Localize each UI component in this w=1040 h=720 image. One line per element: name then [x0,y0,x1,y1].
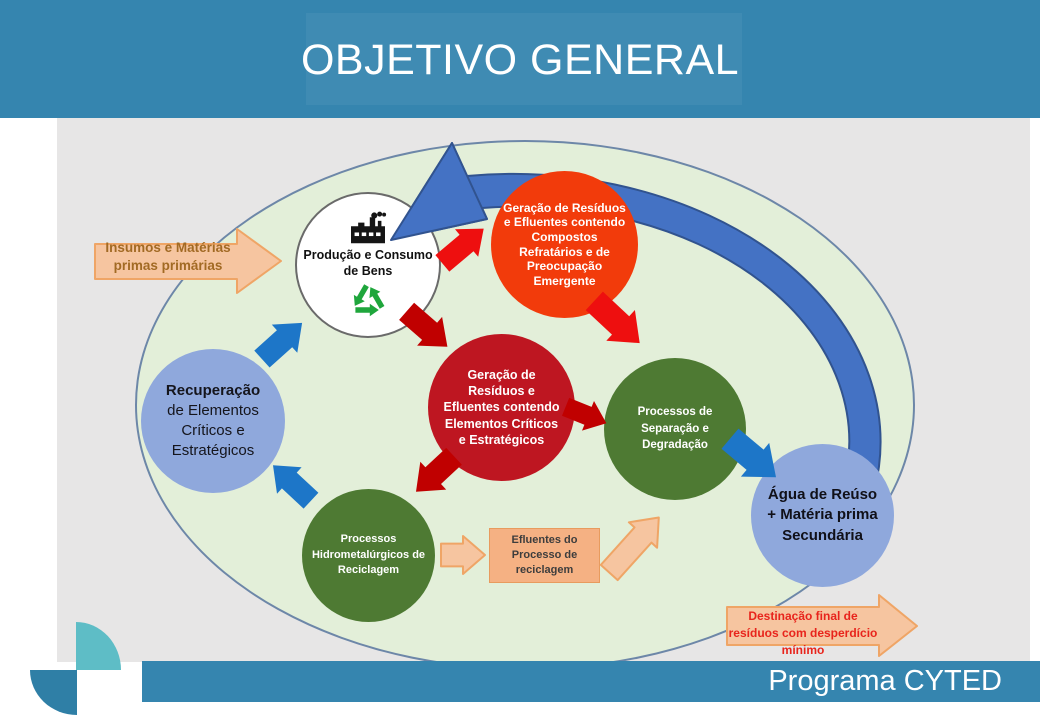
circle-waste-critical: Geração de Resíduos e Efluentes contendo… [428,334,575,481]
circle-separation-label: Processos de Separação e Degradação [637,405,713,452]
disposal-arrow-label: Destinação final de resíduos com desperd… [728,609,878,657]
circle-recovery-title: Recuperação [165,381,261,399]
title-box [306,13,742,105]
circle-separation: Processos de Separação e Degradação [604,358,746,500]
input-arrow-label: Insumos e Matérias primas primárias [105,240,231,274]
slide-title: OBJETIVO GENERAL [300,36,740,84]
circle-production: Produção e Consumo de Bens [295,192,441,338]
title-banner: OBJETIVO GENERAL [0,0,1040,118]
logo-quarter-dark [30,670,77,715]
circle-water-reuse-label: Água de Reúso + Matéria prima Secundária [767,486,878,544]
footer-bar: Programa CYTED [142,661,1040,702]
circle-waste-emerging: Geração de Resíduos e Efluentes contendo… [491,171,638,318]
effluents-box-label: Efluentes do Processo de reciclagem [511,534,578,576]
circle-waste-emerging-label: Geração de Resíduos e Efluentes contendo… [503,200,626,288]
circle-water-reuse: Água de Reúso + Matéria prima Secundária [751,444,894,587]
circle-recovery: Recuperação de Elementos Críticos e Estr… [141,349,285,493]
effluents-box: Efluentes do Processo de reciclagem [489,528,600,583]
circle-hydromet-label: Processos Hidrometalúrgicos de Reciclage… [311,532,426,577]
circle-production-label: Produção e Consumo de Bens [303,248,433,278]
circle-hydromet: Processos Hidrometalúrgicos de Reciclage… [302,489,435,622]
footer-text: Programa CYTED [768,665,1002,697]
factory-icon [351,212,387,244]
recycle-icon [353,283,385,316]
circle-recovery-body: de Elementos Críticos e Estratégicos [167,401,259,460]
circle-waste-critical-label: Geração de Resíduos e Efluentes contendo… [443,367,560,447]
